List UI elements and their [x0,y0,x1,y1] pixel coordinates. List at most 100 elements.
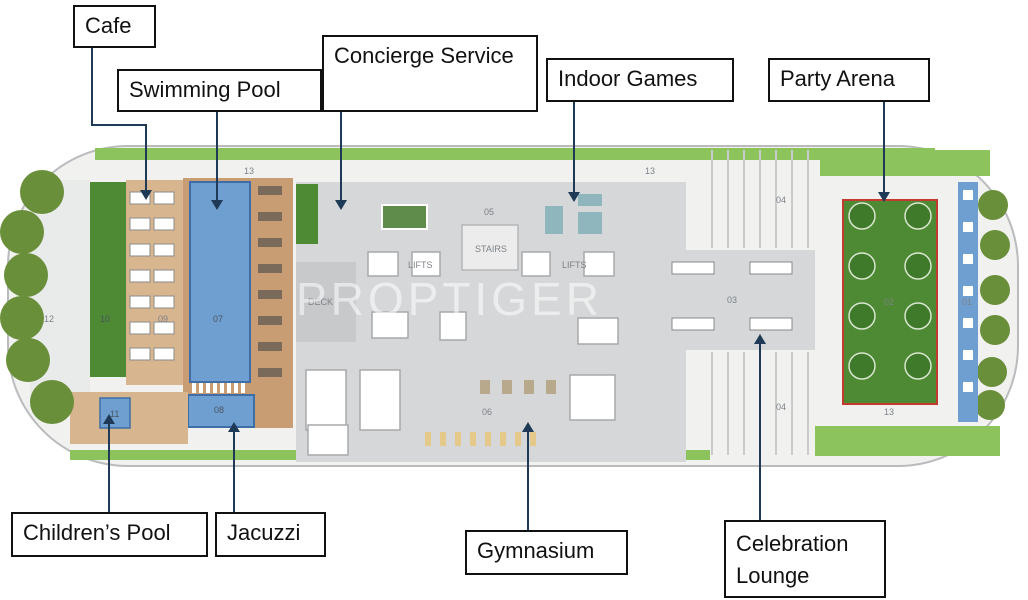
gymnasium-callout: Gymnasium [465,530,628,575]
channel-bench [963,350,973,360]
tree [0,296,44,340]
cafe-table [129,243,151,257]
tree [0,210,44,254]
sun-loungers [258,186,282,377]
gym-machine [425,432,431,446]
tree [4,253,48,297]
party-arena-arrowhead [878,192,890,202]
cafe-table [153,269,175,283]
childrens-pool-callout: Children’s Pool [11,512,208,557]
room [307,424,349,456]
cafe-table [129,295,151,309]
channel-bench [963,382,973,392]
right-trees [975,190,1010,420]
lifts-left-label: LIFTS [408,260,433,270]
room [583,251,615,277]
pool-step [213,383,217,393]
right-lawn-strip [815,426,1000,456]
room [359,369,401,431]
zone-08-label: 08 [214,405,224,415]
tree [975,390,1005,420]
room [569,374,616,421]
zone-03-label: 03 [727,295,737,305]
celebration-lounge-line-2: Lounge [736,562,810,588]
cafe-callout: Cafe [73,5,156,48]
sun-lounger [258,186,282,195]
tree [6,338,50,382]
channel-bench [963,254,973,264]
pool-step [220,383,224,393]
right-water-channel [958,182,978,422]
cafe-table [153,295,175,309]
sun-lounger [258,264,282,273]
gym-machine [515,432,521,446]
pool-step [192,383,196,393]
cafe-table [129,347,151,361]
zone-05-label: 05 [484,207,494,217]
zone-06-label: 06 [482,407,492,417]
concierge-arrowhead [335,200,347,210]
celebration-lounge-arrowhead [754,334,766,344]
tree [20,170,64,214]
top-lawn-strip [95,148,935,160]
room [439,311,467,341]
tree [980,315,1010,345]
jacuzzi-arrowhead [228,422,240,432]
indoor-games-table-1 [381,204,428,230]
sun-lounger [258,342,282,351]
sun-lounger [258,212,282,221]
pool-step [227,383,231,393]
swimming-pool-callout: Swimming Pool [117,69,322,112]
sun-lounger [258,316,282,325]
channel-benches [963,190,973,392]
gymnasium-arrowhead [522,422,534,432]
tree [980,275,1010,305]
celebration-lounge-line-1: Celebration [736,531,849,556]
rooms [305,251,619,456]
zone-09-label: 09 [158,314,168,324]
sun-lounger [258,368,282,377]
channel-bench [963,318,973,328]
zone-07-label: 07 [213,314,223,324]
left-garden [90,182,126,377]
zone-13-top-right-label: 13 [645,166,655,176]
tree [980,230,1010,260]
concierge-service-callout: Concierge Service [322,35,538,112]
gym-machine [440,432,446,446]
gym-equipment [425,380,556,446]
tree [977,357,1007,387]
sun-lounger [258,290,282,299]
zone-02-label: 02 [884,297,894,307]
zone-01-label: 01 [962,297,972,307]
cafe-table [153,243,175,257]
swimming-pool-arrowhead [211,200,223,210]
gym-machine [480,380,490,394]
lounge-table [671,261,715,275]
channel-bench [963,222,973,232]
party-umbrellas [848,202,932,380]
gym-machine [502,380,512,394]
cafe-leader [91,48,147,194]
gym-machine [530,432,536,446]
leader-arrowheads [103,190,890,432]
watermark: PROPTIGER [296,273,603,325]
party-umbrella [848,302,876,330]
deck-label: DECK [308,297,333,307]
room [411,251,441,277]
zone-13-top-left-label: 13 [244,166,254,176]
indoor-games-callout: Indoor Games [546,58,734,102]
gym-machine [546,380,556,394]
zone-13-bottom-label: 13 [884,407,894,417]
room [305,369,347,431]
room [371,311,409,339]
stairs-core [461,224,519,271]
tree [978,190,1008,220]
party-umbrella [904,352,932,380]
party-umbrella [848,352,876,380]
cafe-table [153,191,175,205]
zone-04-top-label: 04 [776,195,786,205]
party-arena-callout: Party Arena [768,58,930,102]
lounge-table [749,261,793,275]
cafe-table [153,321,175,335]
